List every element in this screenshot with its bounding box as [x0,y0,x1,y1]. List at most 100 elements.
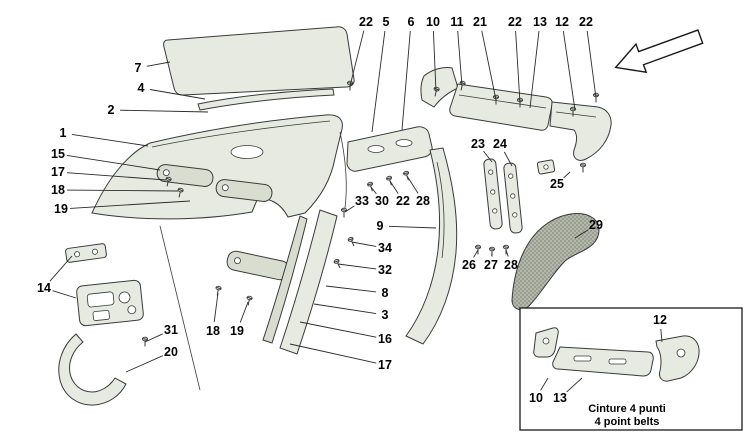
insulation-panel [511,213,600,311]
callout-22[interactable]: 22 [579,15,593,29]
sun-visor-left [156,164,214,187]
leader-line [503,151,513,167]
callout-22[interactable]: 22 [396,194,410,208]
callout-8[interactable]: 8 [382,286,389,300]
leader-line [325,285,377,293]
callout-7[interactable]: 7 [135,61,142,75]
leader-line [562,30,576,111]
callout-25[interactable]: 25 [550,177,564,191]
inset-four-point-belts: Cinture 4 punti 4 point belts [519,307,743,431]
callout-20[interactable]: 20 [164,345,178,359]
leader-line [239,301,249,323]
callout-19[interactable]: 19 [54,202,68,216]
leader-line [566,377,583,393]
leader-line [370,186,377,195]
callout-14[interactable]: 14 [37,281,51,295]
belt-bracket-left [533,327,559,358]
roof-panel [163,26,355,96]
roof-console [76,279,144,327]
leader-line [69,200,191,209]
callout-1[interactable]: 1 [60,126,67,140]
inset-caption-english: 4 point belts [595,416,660,428]
callout-13[interactable]: 13 [533,15,547,29]
sun-visor-lower [226,250,290,281]
callout-4[interactable]: 4 [138,81,145,95]
console-frame [58,333,127,406]
screw-icon [340,207,348,218]
callout-19[interactable]: 19 [230,324,244,338]
leader-line [483,150,493,163]
callout-11[interactable]: 11 [450,15,463,29]
callout-32[interactable]: 32 [378,263,392,277]
direction-arrow-icon [614,29,704,74]
leader-line [66,154,161,171]
callout-23[interactable]: 23 [471,137,485,151]
leader-line [457,30,463,87]
leader-line [49,255,73,282]
roof-lamp-module [65,243,107,263]
callout-12[interactable]: 12 [555,15,569,29]
belt-sill-panel [552,346,654,377]
screw-icon [332,258,343,270]
callout-17[interactable]: 17 [51,165,65,179]
callout-9[interactable]: 9 [377,219,384,233]
leader-line [371,30,386,133]
callout-26[interactable]: 26 [462,258,476,272]
screw-icon [346,236,357,248]
callout-13[interactable]: 13 [553,391,567,405]
leader-line [344,205,355,213]
callout-31[interactable]: 31 [164,323,178,337]
leader-line [388,225,437,229]
callout-30[interactable]: 30 [375,194,389,208]
callout-17[interactable]: 17 [378,358,392,372]
rear-header-panel [346,126,433,172]
callout-24[interactable]: 24 [493,137,507,151]
leader-line [52,290,77,299]
callout-16[interactable]: 16 [378,332,392,346]
callout-18[interactable]: 18 [206,324,220,338]
callout-22[interactable]: 22 [359,15,373,29]
leader-line [481,30,497,101]
leader-line [213,292,219,323]
callout-28[interactable]: 28 [416,194,430,208]
leader-line [337,263,377,270]
leader-line [146,61,171,67]
leader-line [540,377,549,391]
callout-2[interactable]: 2 [108,103,115,117]
callout-21[interactable]: 21 [473,15,487,29]
callout-10[interactable]: 10 [529,391,543,405]
leader-line [351,241,377,247]
leader-line [313,303,377,315]
leader-line [406,175,419,194]
leader-line [432,30,437,93]
callout-27[interactable]: 27 [484,258,498,272]
leader-line [125,355,163,373]
leader-line [144,333,163,343]
rear-quarter-trim-small [420,67,459,108]
callout-34[interactable]: 34 [378,241,392,255]
callout-12[interactable]: 12 [653,313,667,327]
screw-icon [502,244,510,255]
callout-5[interactable]: 5 [383,15,390,29]
leader-line [563,171,571,179]
callout-28[interactable]: 28 [504,258,518,272]
callout-22[interactable]: 22 [508,15,522,29]
leader-line [574,229,589,239]
callout-18[interactable]: 18 [51,183,65,197]
leader-line [66,172,167,181]
callout-29[interactable]: 29 [589,218,603,232]
callout-6[interactable]: 6 [408,15,415,29]
leader-lines [49,30,663,393]
callout-10[interactable]: 10 [426,15,440,29]
callout-3[interactable]: 3 [382,308,389,322]
callout-15[interactable]: 15 [51,147,65,161]
leader-line [119,109,209,113]
leader-line [66,189,179,192]
b-pillar-trim [405,147,458,345]
belt-guide-strip-right [503,162,523,234]
leader-line [349,30,365,87]
callout-33[interactable]: 33 [355,194,369,208]
leader-line [505,249,509,257]
